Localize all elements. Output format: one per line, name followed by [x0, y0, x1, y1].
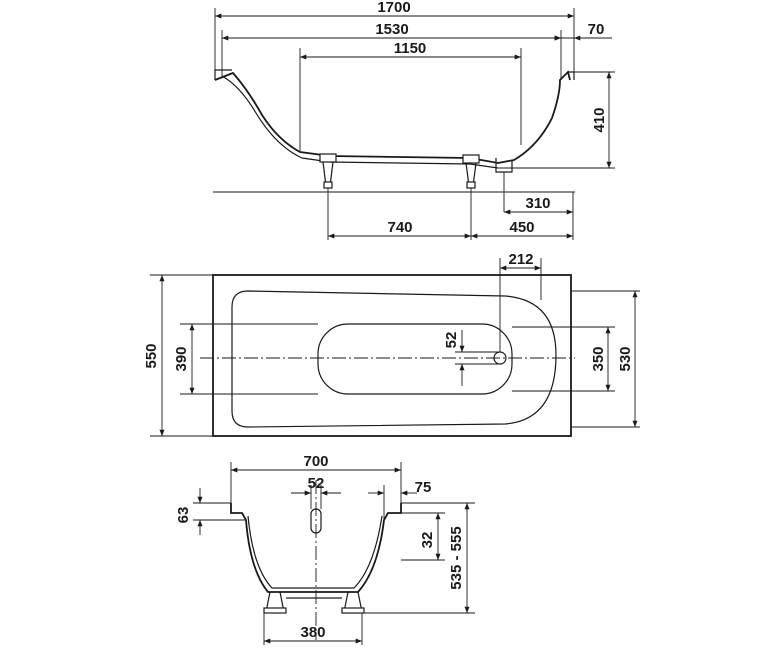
dim-overall-width: 550	[143, 343, 160, 368]
dim-drain-offset: 310	[525, 195, 550, 212]
dim-end-height-range: 535 - 555	[448, 526, 465, 589]
top-view-basin	[231, 290, 557, 428]
end-view-leg-left	[263, 591, 287, 614]
side-view-leg-left	[319, 153, 337, 189]
side-view-tub-inner	[221, 75, 499, 169]
dim-leg-offset: 450	[509, 219, 534, 236]
end-view-tub-outline	[230, 503, 402, 593]
dim-bottom-width: 350	[590, 346, 607, 371]
side-view-leg-right	[462, 154, 480, 189]
dim-inner-length: 1530	[375, 21, 408, 38]
dim-rim-outer-width: 530	[617, 346, 634, 371]
dim-depth: 410	[591, 107, 608, 132]
end-view-tub-inner	[247, 515, 383, 589]
dim-top-drain-offset: 212	[508, 251, 533, 268]
end-view: 700 52 75 63 32 535 - 555 380	[175, 453, 475, 645]
dim-overall-length: 1700	[377, 0, 410, 16]
top-view-bottom-recess	[317, 323, 513, 395]
dim-end-rim-height: 63	[175, 507, 192, 524]
end-view-leg-right	[341, 591, 365, 614]
dim-end-rim-thickness: 32	[419, 532, 436, 549]
dim-rim-width: 70	[588, 21, 605, 38]
top-view: 212 550 390 52 350 530	[143, 251, 640, 437]
dim-end-rim-width: 75	[415, 479, 432, 496]
top-view-outer-rim	[212, 274, 572, 437]
dim-inner-width: 390	[173, 346, 190, 371]
side-view-tub-outline	[214, 70, 571, 164]
dim-end-drain-diameter: 52	[308, 475, 325, 492]
side-view: 1700 1530 70 1150 410 310 740 450	[213, 0, 615, 240]
dim-bottom-length: 1150	[394, 40, 427, 57]
dim-end-top-width: 700	[303, 453, 328, 470]
dim-leg-spacing: 740	[387, 219, 412, 236]
dim-end-bottom-width: 380	[300, 624, 325, 641]
dim-top-drain-diameter: 52	[443, 332, 460, 349]
